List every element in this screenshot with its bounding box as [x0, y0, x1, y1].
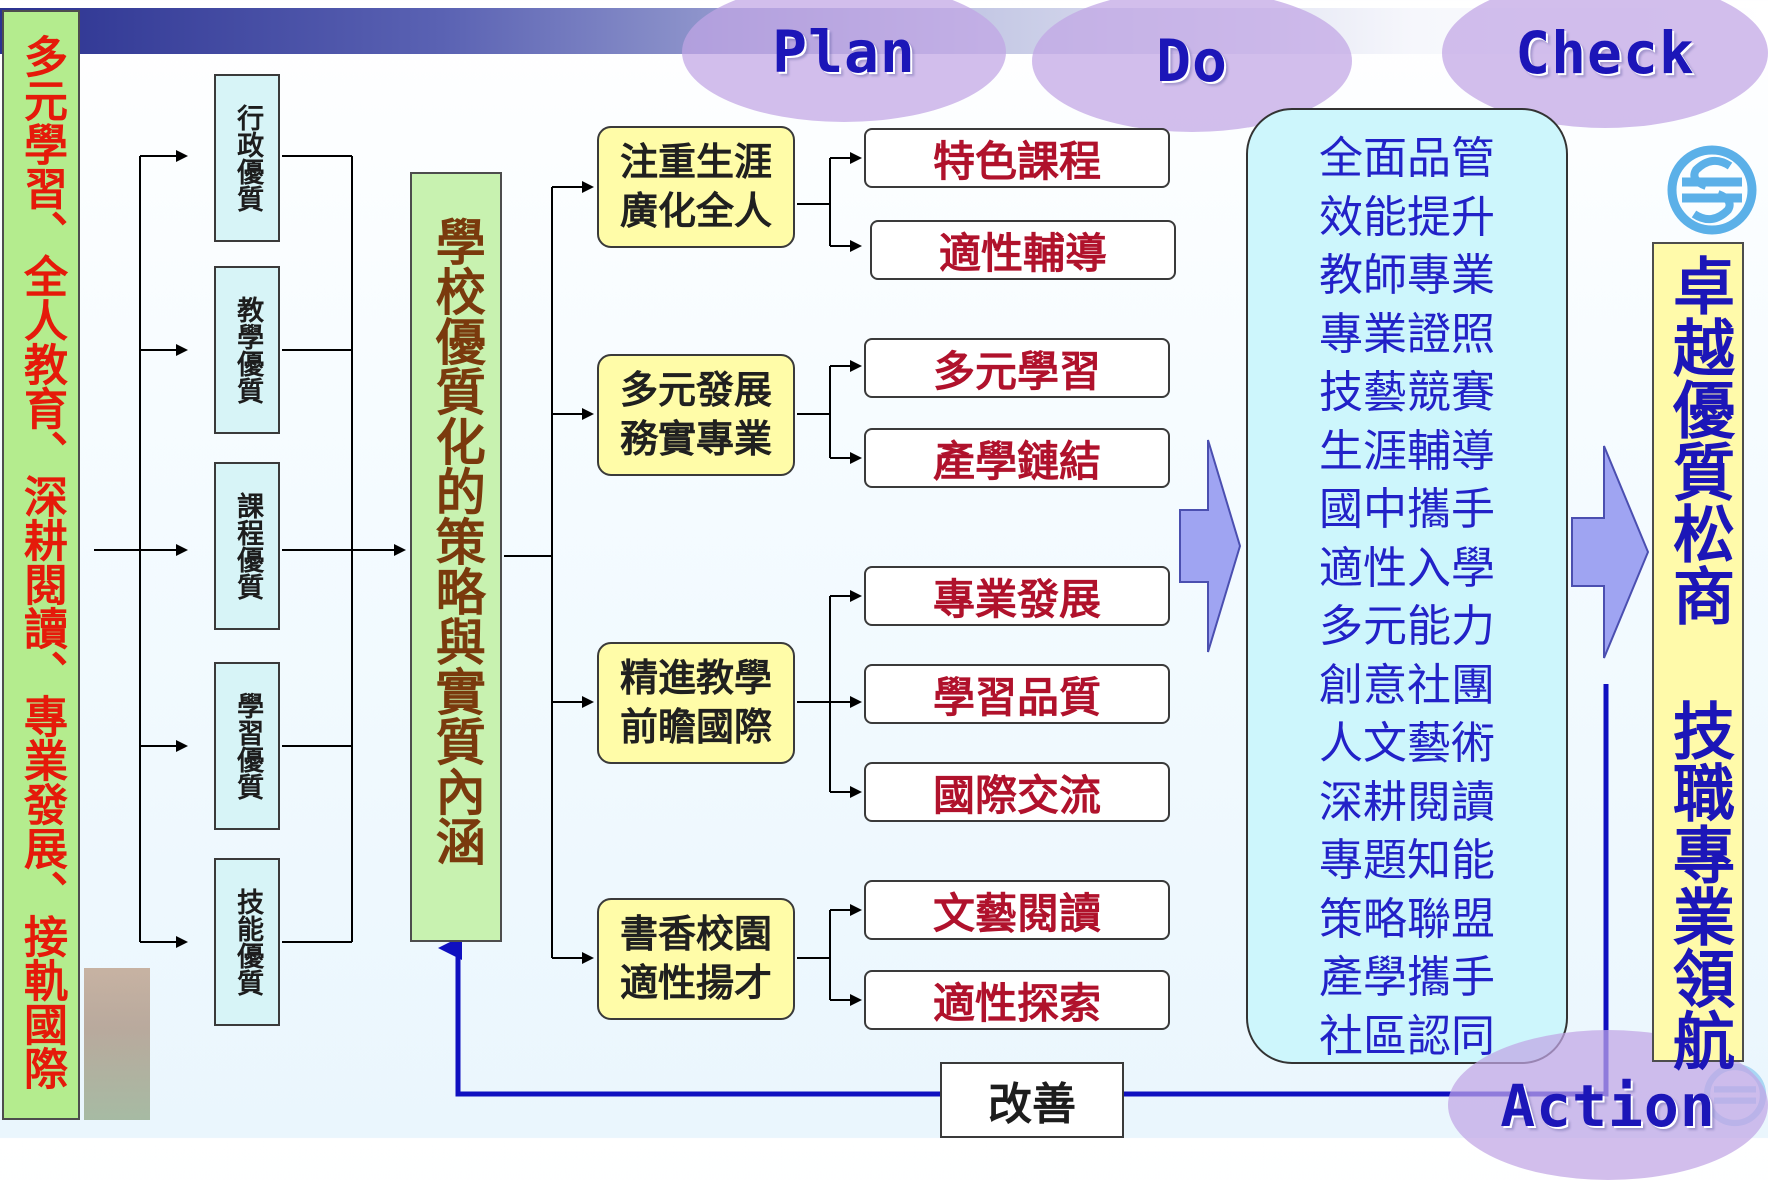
- theme-box-diverse: 多元發展 務實專業: [597, 354, 795, 476]
- outcome-item: 適性入學: [1319, 542, 1495, 594]
- item-box: 適性探索: [864, 970, 1170, 1030]
- check-label: Check: [1515, 19, 1695, 87]
- item-box: 適性輔導: [870, 220, 1176, 280]
- outcome-item: 教師專業: [1319, 250, 1495, 301]
- outcome-item: 全面品管: [1319, 133, 1495, 184]
- item-label: 文藝閱讀: [932, 888, 1101, 938]
- check-ellipse: Check: [1442, 0, 1768, 128]
- outcome-item: 專業證照: [1319, 308, 1495, 360]
- theme-box-teaching: 精進教學 前瞻國際: [597, 642, 795, 764]
- item-box: 學習品質: [864, 664, 1170, 724]
- theme-line: 多元發展: [619, 368, 772, 413]
- school-building-image: [84, 968, 150, 1120]
- quality-label: 課程優質: [232, 492, 264, 600]
- goal-text: 卓越優質松商 技職專業領航: [1662, 254, 1735, 1071]
- outcome-item: 技藝競賽: [1319, 367, 1495, 418]
- action-label: Action: [1500, 1072, 1716, 1140]
- item-box: 特色課程: [864, 128, 1170, 188]
- strategy-column: 學校優質化的策略與實質內涵: [410, 172, 502, 942]
- item-label: 適性探索: [932, 978, 1101, 1028]
- quality-label: 技能優質: [232, 888, 264, 996]
- item-label: 特色課程: [932, 136, 1101, 186]
- item-label: 多元學習: [932, 346, 1101, 396]
- outcome-item: 效能提升: [1319, 191, 1495, 243]
- item-box: 專業發展: [864, 566, 1170, 626]
- outcome-item: 策略聯盟: [1319, 893, 1495, 945]
- quality-box-curriculum: 課程優質: [214, 462, 280, 630]
- item-box: 文藝閱讀: [864, 880, 1170, 940]
- item-box: 國際交流: [864, 762, 1170, 822]
- theme-box-career: 注重生涯 廣化全人: [597, 126, 795, 248]
- quality-box-skills: 技能優質: [214, 858, 280, 1026]
- improve-label: 改善: [988, 1079, 1076, 1130]
- theme-line: 精進教學: [619, 656, 772, 701]
- outcome-item: 社區認同: [1319, 1010, 1495, 1062]
- quality-label: 學習優質: [232, 692, 264, 800]
- quality-box-administration: 行政優質: [214, 74, 280, 242]
- theme-line: 前瞻國際: [619, 705, 772, 749]
- item-label: 國際交流: [932, 770, 1101, 820]
- item-box: 多元學習: [864, 338, 1170, 398]
- improve-box: 改善: [940, 1062, 1124, 1138]
- item-label: 學習品質: [932, 672, 1101, 722]
- do-label: Do: [1156, 27, 1228, 95]
- vision-column: 多元學習、全人教育、深耕閱讀、專業發展、接軌國際: [2, 10, 80, 1120]
- theme-line: 務實專業: [619, 417, 772, 461]
- outcome-item: 深耕閱讀: [1319, 776, 1495, 828]
- quality-box-learning: 學習優質: [214, 662, 280, 830]
- item-label: 產學鏈結: [932, 436, 1101, 486]
- school-logo-icon: [1662, 140, 1762, 240]
- quality-label: 行政優質: [232, 104, 264, 212]
- outcome-item: 多元能力: [1319, 601, 1495, 652]
- outcome-item: 生涯輔導: [1319, 425, 1495, 477]
- outcome-item: 產學攜手: [1319, 952, 1495, 1003]
- outcome-item: 創意社團: [1319, 659, 1495, 711]
- outcome-item: 國中攜手: [1319, 484, 1495, 535]
- item-label: 適性輔導: [938, 228, 1107, 278]
- plan-ellipse: Plan: [682, 0, 1006, 122]
- theme-line: 廣化全人: [619, 189, 772, 233]
- outcome-item: 人文藝術: [1319, 718, 1495, 769]
- theme-line: 書香校園: [619, 912, 772, 957]
- plan-label: Plan: [772, 18, 916, 86]
- quality-label: 教學優質: [232, 296, 264, 404]
- theme-box-reading: 書香校園 適性揚才: [597, 898, 795, 1020]
- vision-text: 多元學習、全人教育、深耕閱讀、專業發展、接軌國際: [16, 34, 67, 1090]
- strategy-title: 學校優質化的策略與實質內涵: [427, 216, 486, 866]
- outcomes-box: 全面品管 效能提升 教師專業 專業證照 技藝競賽 生涯輔導 國中攜手 適性入學 …: [1246, 108, 1568, 1064]
- outcome-item: 專題知能: [1319, 835, 1495, 886]
- item-label: 專業發展: [932, 574, 1101, 624]
- item-box: 產學鏈結: [864, 428, 1170, 488]
- theme-line: 注重生涯: [619, 140, 772, 185]
- quality-box-teaching: 教學優質: [214, 266, 280, 434]
- theme-line: 適性揚才: [619, 961, 772, 1005]
- goal-column: 卓越優質松商 技職專業領航: [1652, 242, 1744, 1071]
